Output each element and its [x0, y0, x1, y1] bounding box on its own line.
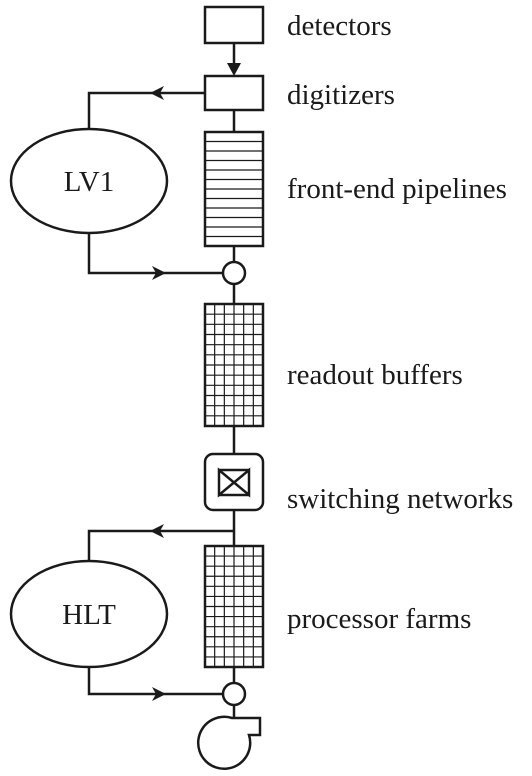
processor-farms-block	[203, 544, 265, 669]
detectors-label: detectors	[287, 10, 392, 42]
digitizers-label: digitizers	[287, 79, 395, 111]
digitizers-box	[203, 74, 265, 112]
lv1-junction	[221, 260, 247, 286]
arrow-right-icon	[152, 266, 166, 280]
front-end-pipelines-block	[203, 130, 265, 248]
switching-network-block	[203, 452, 265, 512]
bowtie-switch-icon	[217, 467, 251, 498]
switching-networks-label: switching networks	[287, 483, 513, 515]
arrow-right-icon	[152, 687, 166, 701]
lv1-feedback-loop	[9, 86, 247, 286]
arrow-left-icon	[150, 524, 164, 538]
hlt-feedback-loop	[9, 524, 247, 707]
processor-farms-label: processor farms	[287, 603, 471, 635]
storage-pump-icon	[196, 715, 262, 771]
detectors-to-digitizers-arrow	[227, 43, 241, 76]
lv1-label: LV1	[64, 166, 115, 198]
readout-buffers-block	[203, 302, 265, 428]
hlt-junction	[221, 681, 247, 707]
hlt-label: HLT	[62, 599, 116, 631]
front-end-pipelines-label: front-end pipelines	[287, 173, 507, 205]
detectors-box	[203, 5, 265, 45]
readout-buffers-label: readout buffers	[287, 359, 463, 391]
arrow-left-icon	[150, 86, 164, 100]
